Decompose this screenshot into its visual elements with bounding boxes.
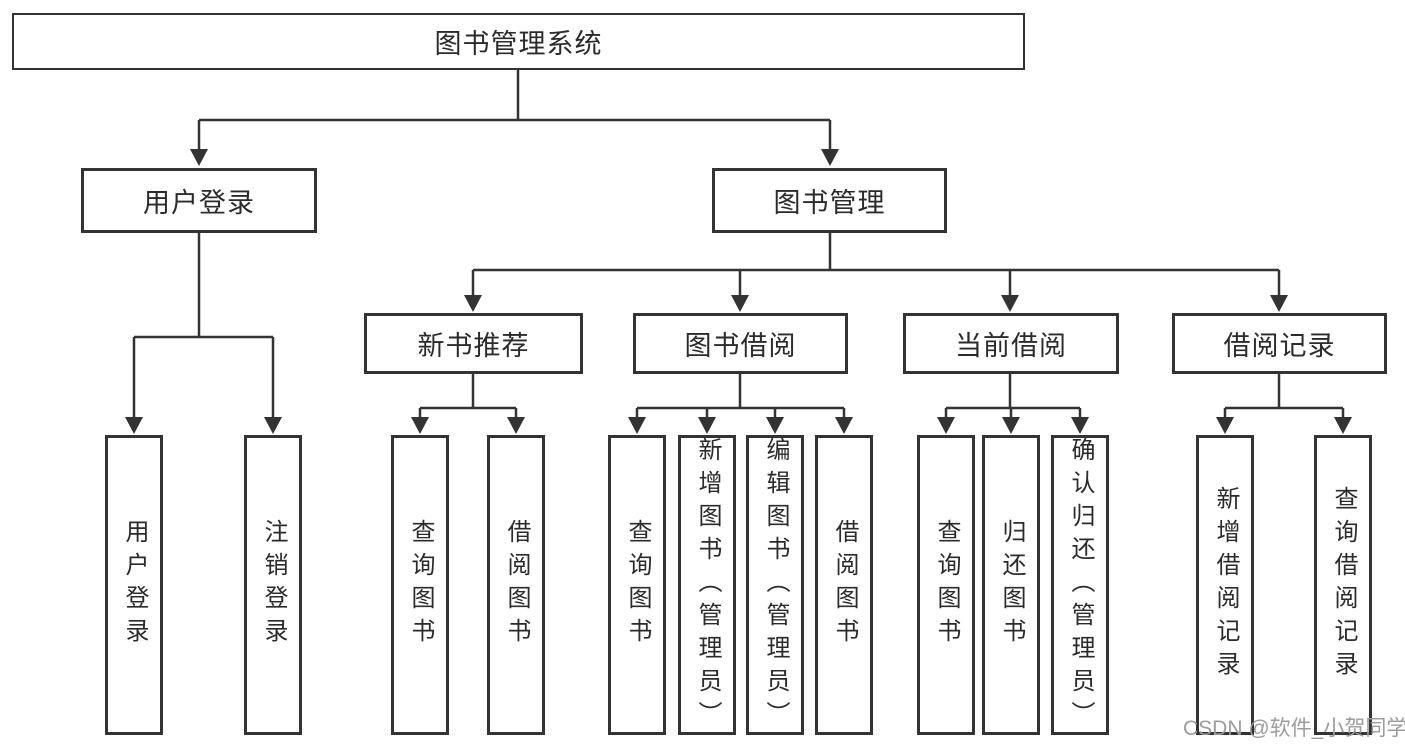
leaf-add-books-admin: 新增图书（管理员）	[678, 435, 736, 735]
leaf-logout-label: 注销登录	[260, 519, 287, 651]
connector-borrowing-records-children	[1216, 374, 1352, 434]
node-user-login: 用户登录	[81, 168, 317, 233]
node-root: 图书管理系统	[12, 13, 1025, 70]
connector-root-to-level2	[190, 70, 839, 166]
arrowhead	[190, 149, 208, 166]
arrowhead	[731, 295, 749, 312]
watermark: CSDN @软件_小贺同学	[1183, 717, 1405, 740]
leaf-return-books: 归还图书	[982, 435, 1040, 735]
arrowhead	[411, 417, 429, 434]
arrowhead	[125, 417, 143, 434]
leaf-add-books-admin-label: 新增图书（管理员）	[694, 436, 721, 734]
node-current-borrowing-label: 当前借阅	[955, 331, 1067, 361]
leaf-query-books-3-label: 查询图书	[933, 519, 960, 651]
arrowhead	[937, 417, 955, 434]
leaf-query-books-3: 查询图书	[917, 435, 975, 735]
leaf-confirm-return-admin: 确认归还（管理员）	[1051, 435, 1109, 735]
arrowhead	[507, 417, 525, 434]
leaf-edit-books-admin-label: 编辑图书（管理员）	[762, 436, 789, 734]
arrowhead	[1270, 295, 1288, 312]
leaf-query-borrow-record-label: 查询借阅记录	[1330, 486, 1357, 684]
leaf-query-borrow-record: 查询借阅记录	[1314, 435, 1372, 735]
leaf-return-books-label: 归还图书	[998, 519, 1025, 651]
leaf-add-borrow-record-label: 新增借阅记录	[1212, 486, 1239, 684]
leaf-logout: 注销登录	[244, 435, 302, 735]
arrowhead	[628, 417, 646, 434]
connector-new-book-recommend-children	[411, 374, 525, 434]
node-root-label: 图书管理系统	[434, 29, 603, 59]
node-user-login-label: 用户登录	[143, 188, 255, 218]
arrowhead	[264, 417, 282, 434]
node-new-book-recommend-label: 新书推荐	[417, 331, 530, 361]
node-borrowing-records: 借阅记录	[1172, 313, 1387, 374]
leaf-query-books-1-label: 查询图书	[407, 519, 434, 651]
arrowhead	[464, 295, 482, 312]
node-book-management: 图书管理	[712, 168, 947, 233]
leaf-user-login: 用户登录	[105, 435, 163, 735]
leaf-borrow-books-1: 借阅图书	[487, 435, 545, 735]
leaf-user-login-label: 用户登录	[121, 519, 148, 651]
arrowhead	[821, 149, 839, 166]
leaf-query-books-2: 查询图书	[608, 435, 666, 735]
arrowhead	[1001, 295, 1019, 312]
node-new-book-recommend: 新书推荐	[364, 313, 583, 374]
arrowhead	[1334, 417, 1352, 434]
connector-current-borrowing-children	[937, 374, 1089, 434]
leaf-borrow-books-1-label: 借阅图书	[503, 519, 530, 651]
arrowhead	[1002, 417, 1020, 434]
arrowhead	[835, 417, 853, 434]
node-book-management-label: 图书管理	[773, 188, 886, 218]
arrowhead	[1216, 417, 1234, 434]
leaf-query-books-2-label: 查询图书	[624, 519, 651, 651]
node-book-borrowing-label: 图书借阅	[684, 331, 797, 361]
arrowhead	[766, 417, 784, 434]
leaf-borrow-books-2: 借阅图书	[815, 435, 873, 735]
leaf-confirm-return-admin-label: 确认归还（管理员）	[1067, 436, 1094, 734]
node-borrowing-records-label: 借阅记录	[1223, 331, 1336, 361]
leaf-edit-books-admin: 编辑图书（管理员）	[746, 435, 804, 735]
leaf-borrow-books-2-label: 借阅图书	[831, 519, 858, 651]
node-current-borrowing: 当前借阅	[903, 313, 1119, 374]
connector-book-borrowing-children	[628, 374, 853, 434]
leaf-query-books-1: 查询图书	[391, 435, 449, 735]
arrowhead	[1071, 417, 1089, 434]
leaf-add-borrow-record: 新增借阅记录	[1196, 435, 1254, 735]
connector-user-login-children	[125, 233, 282, 434]
arrowhead	[698, 417, 716, 434]
node-book-borrowing: 图书借阅	[633, 313, 848, 374]
connector-book-management-children	[464, 233, 1288, 312]
